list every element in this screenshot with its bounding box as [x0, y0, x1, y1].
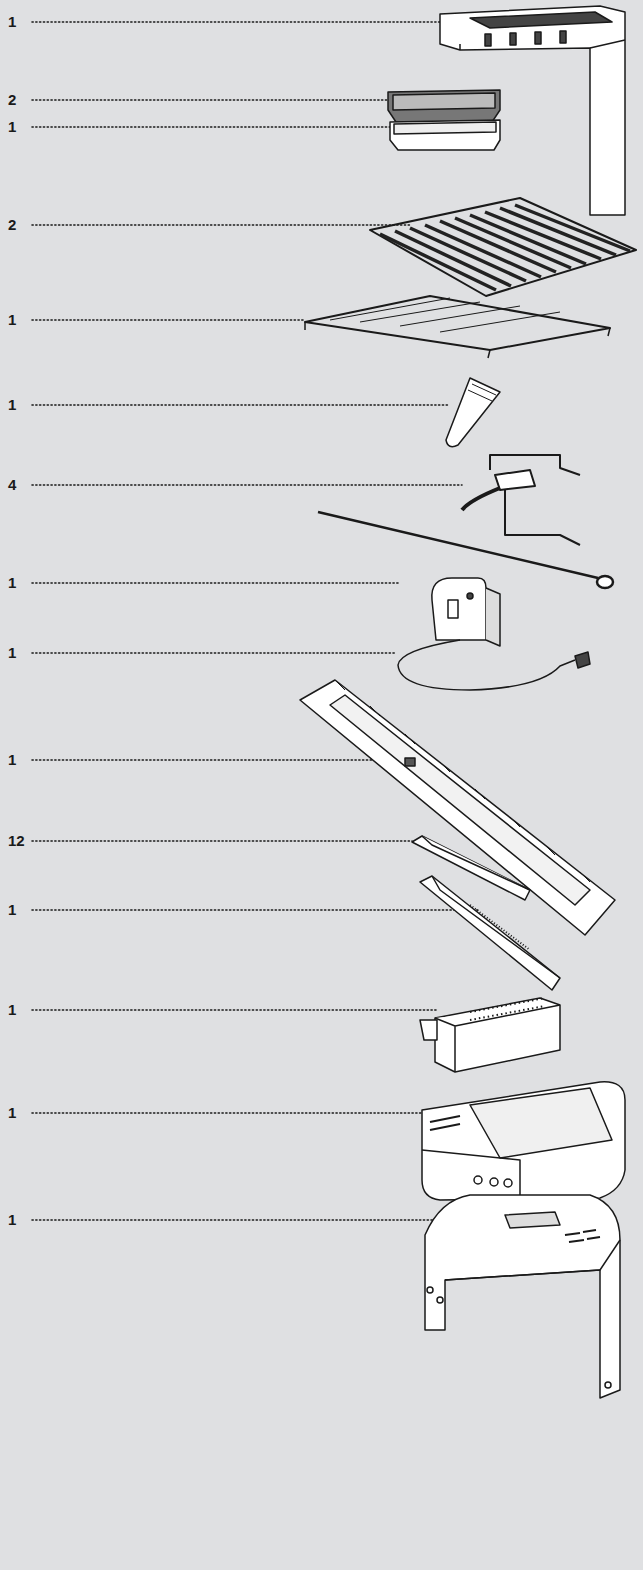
- hood: [425, 1195, 620, 1398]
- quantity-number: 1: [8, 14, 16, 29]
- quantity-number: 1: [8, 645, 16, 660]
- leader-lines: [32, 22, 478, 1220]
- spit-fork: [462, 455, 580, 545]
- cooking-grate: [370, 198, 636, 296]
- quantity-number: 1: [8, 575, 16, 590]
- quantity-number: 1: [8, 119, 16, 134]
- quantity-number: 12: [8, 833, 25, 848]
- smoker-box: [420, 998, 560, 1072]
- quantity-number: 1: [8, 1212, 16, 1227]
- quantity-number: 2: [8, 217, 16, 232]
- quantity-number: 1: [8, 1002, 16, 1017]
- quantity-number: 1: [8, 902, 16, 917]
- spit-rod: [318, 512, 613, 588]
- quantity-number: 1: [8, 312, 16, 327]
- handle: [446, 378, 500, 447]
- rotisserie-motor: [398, 578, 590, 690]
- quantity-number: 2: [8, 92, 16, 107]
- quantity-number: 1: [8, 1105, 16, 1120]
- control-console: [422, 1082, 625, 1200]
- quantity-number: 1: [8, 752, 16, 767]
- warming-rack: [305, 296, 610, 358]
- quantity-number: 1: [8, 397, 16, 412]
- perforated-bar: [420, 876, 560, 990]
- catch-tray: [388, 90, 500, 150]
- quantity-number: 4: [8, 477, 16, 492]
